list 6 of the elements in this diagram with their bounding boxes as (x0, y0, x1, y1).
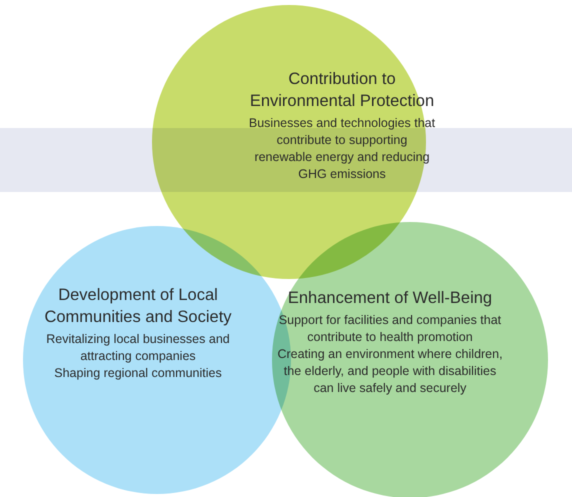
circle-description: Creating an environment where children, the elderly, and people with disabilities can live safely and securely (276, 346, 504, 397)
circle-description: Shaping regional communities (53, 365, 223, 382)
circle-description: Revitalizing local businesses and attracting companies (45, 331, 231, 365)
circle-description: Support for facilities and companies that contribute to health promotion (278, 312, 502, 346)
circle-heading: Development of Local Communities and Society (43, 285, 233, 328)
circle-heading: Enhancement of Well-Being (286, 288, 494, 309)
